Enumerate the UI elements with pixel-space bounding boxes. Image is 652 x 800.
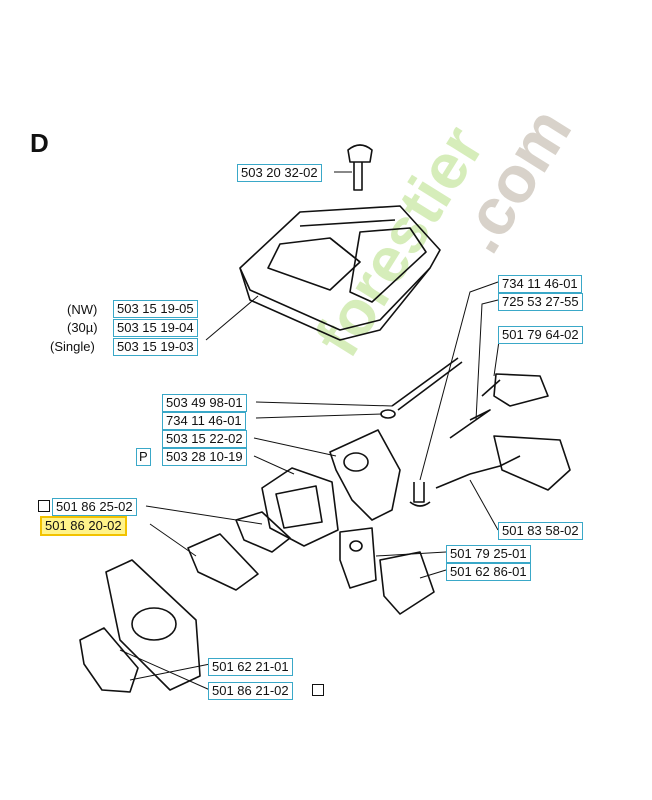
intake-shape bbox=[329, 429, 401, 521]
part-label-washer[interactable]: 734 11 46-01 bbox=[162, 412, 246, 430]
gasket-a-shape bbox=[339, 527, 377, 589]
washer-shape bbox=[380, 409, 396, 419]
spacer-shape bbox=[187, 533, 259, 591]
variant-nw: (NW) bbox=[67, 302, 98, 317]
filter-pad-shape bbox=[379, 551, 435, 615]
part-label-rod[interactable]: 503 49 98-01 bbox=[162, 394, 247, 412]
square-symbol bbox=[38, 500, 50, 512]
filter-cover-shape bbox=[239, 205, 441, 341]
part-label-filter[interactable]: 501 62 86-01 bbox=[446, 563, 531, 581]
part-label-cover-nw[interactable]: 503 15 19-05 bbox=[113, 300, 198, 318]
rod-shape bbox=[391, 357, 463, 411]
part-label-cover-single[interactable]: 503 15 19-03 bbox=[113, 338, 198, 356]
part-label-plate[interactable]: 501 86 21-02 bbox=[208, 682, 293, 700]
variant-30u: (30µ) bbox=[67, 320, 98, 335]
part-label-carb-box[interactable]: 501 86 25-02 bbox=[52, 498, 137, 516]
square-symbol-2 bbox=[312, 684, 324, 696]
part-label-kit[interactable]: 503 28 10-19 bbox=[162, 448, 247, 466]
part-label-carb-highlight[interactable]: 501 86 20-02 bbox=[40, 516, 127, 536]
bolt-shape bbox=[347, 144, 373, 191]
gasket-large-shape bbox=[79, 627, 139, 693]
part-label-choke-a[interactable]: 734 11 46-01 bbox=[498, 275, 582, 293]
part-label-intake[interactable]: 503 15 22-02 bbox=[162, 430, 247, 448]
throttle-shape bbox=[493, 435, 571, 491]
part-label-gasket-a[interactable]: 501 79 25-01 bbox=[446, 545, 531, 563]
part-label-choke-b[interactable]: 725 53 27-55 bbox=[498, 293, 583, 311]
plate-shape bbox=[105, 559, 201, 691]
choke-shape bbox=[493, 373, 549, 407]
kit-p-symbol: P bbox=[136, 448, 151, 466]
part-label-cover-30u[interactable]: 503 15 19-04 bbox=[113, 319, 198, 337]
part-label-gasket-b[interactable]: 501 62 21-01 bbox=[208, 658, 293, 676]
gasket-small-shape bbox=[235, 511, 291, 553]
part-label-bolt[interactable]: 503 20 32-02 bbox=[237, 164, 322, 182]
variant-single: (Single) bbox=[50, 339, 95, 354]
section-letter: D bbox=[30, 128, 49, 158]
part-label-throttle[interactable]: 501 79 64-02 bbox=[498, 326, 583, 344]
carburetor-shape bbox=[261, 467, 339, 547]
screw-shape bbox=[409, 482, 431, 507]
part-label-link[interactable]: 501 83 58-02 bbox=[498, 522, 583, 540]
